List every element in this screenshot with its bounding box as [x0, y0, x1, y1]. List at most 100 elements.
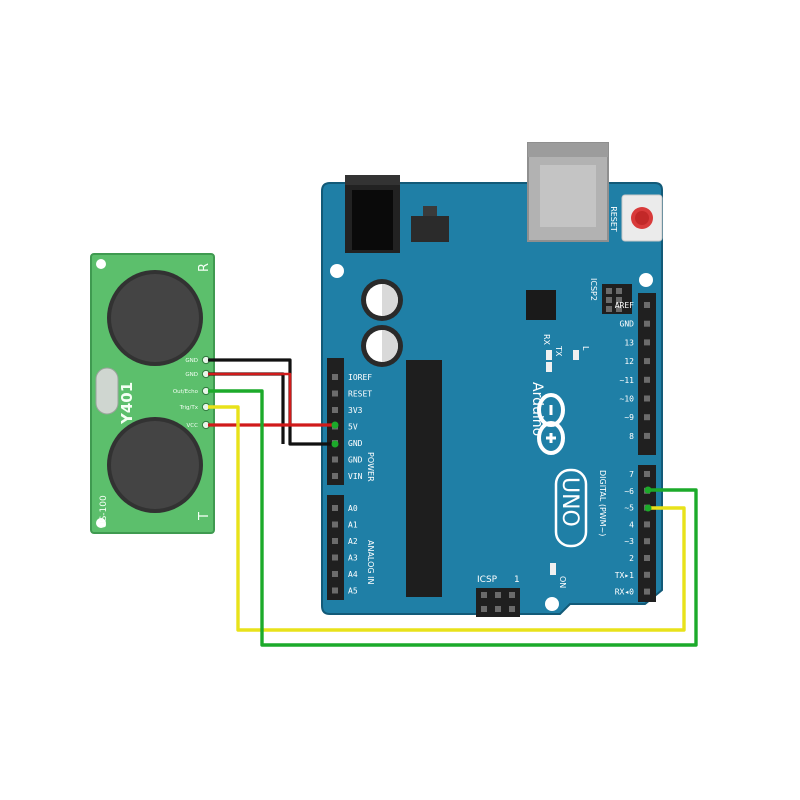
reset-button[interactable] — [621, 194, 663, 242]
capacitor — [361, 279, 403, 321]
header-pin-socket — [644, 471, 650, 477]
led-on — [550, 563, 556, 575]
sensor-pin-label: VCC — [187, 423, 199, 429]
icsp-header — [476, 588, 520, 617]
header-pin-socket — [644, 376, 650, 383]
pin-label: 4 — [629, 520, 634, 529]
header-pin-socket — [332, 374, 338, 380]
uno-label: UNO — [557, 477, 582, 527]
mounting-hole — [330, 264, 344, 278]
header-pin-socket — [332, 456, 338, 463]
arduino-board: RESET TX RX L ON — [321, 142, 663, 617]
mounting-hole — [96, 518, 106, 528]
wire-gnd-branch — [208, 372, 285, 444]
pin-label: GND — [348, 439, 363, 448]
header-pin-socket — [644, 432, 650, 439]
pin-label: GND — [620, 320, 635, 329]
power-header-label: POWER — [366, 452, 375, 482]
analog-header — [327, 495, 344, 600]
header-pin-socket — [332, 473, 338, 479]
usb-interface-chip — [526, 290, 556, 320]
wire-echo — [208, 389, 698, 647]
pin-label: ~5 — [624, 504, 634, 513]
pin-label: ~11 — [620, 376, 635, 385]
header-pin-socket — [644, 521, 650, 528]
header-pin-socket — [332, 521, 338, 528]
digital-header-bottom — [638, 465, 656, 602]
receiver-transducer — [107, 270, 203, 366]
reset-label: RESET — [609, 206, 618, 232]
pin-label: AREF — [615, 301, 634, 310]
arduino-brand: Arduino — [529, 382, 545, 436]
pin-label: 3V3 — [348, 406, 363, 415]
pin-label: A3 — [348, 554, 358, 563]
header-pin-socket — [644, 588, 650, 595]
power-header — [327, 358, 344, 485]
pin-label: 8 — [629, 432, 634, 441]
led-on-label: ON — [558, 576, 567, 588]
transmitter-mark: T — [197, 512, 212, 521]
power-pin-list: IOREF RESET 3V3 5V GND GND VIN — [332, 373, 372, 481]
wires — [208, 358, 698, 647]
sensor-series-label: US-100 — [99, 495, 109, 528]
sensor-pin-label: Out/Echo — [173, 389, 199, 395]
header-pin-socket — [644, 302, 650, 308]
pin-label: A0 — [348, 504, 358, 513]
pin-label: A2 — [348, 537, 358, 546]
pin-contact — [644, 504, 652, 512]
pin-label: TX▸1 — [615, 571, 634, 580]
sensor-pin-label: GND — [185, 372, 198, 378]
header-pin-socket — [332, 538, 338, 544]
pin-contact — [331, 440, 339, 448]
uno-badge — [554, 468, 588, 548]
pin-contact — [331, 421, 339, 429]
header-pin-socket — [332, 505, 338, 511]
wire-trig — [208, 405, 686, 632]
header-pin-socket — [332, 571, 338, 577]
header-pin-socket — [332, 587, 338, 594]
usb-connector — [527, 142, 609, 242]
pin-label: 12 — [624, 357, 634, 366]
icsp2-header — [602, 284, 632, 314]
atmega-chip — [406, 360, 442, 597]
pin-label: A5 — [348, 587, 358, 596]
voltage-regulator — [411, 206, 449, 242]
header-pin-socket — [644, 555, 650, 561]
crystal-oscillator — [95, 367, 119, 415]
pin-label: VIN — [348, 472, 363, 481]
header-pin-socket — [644, 414, 650, 421]
led-l-label: L — [581, 346, 590, 351]
pin-label: 5V — [348, 423, 358, 432]
header-pin-socket — [644, 358, 650, 365]
sensor-pin-label: GND — [185, 358, 198, 364]
header-pin-socket — [644, 320, 650, 327]
pin-label: ~10 — [620, 395, 635, 404]
pin-label: 2 — [629, 554, 634, 563]
led-tx-label: TX — [554, 345, 563, 357]
pin-label: IOREF — [348, 373, 372, 382]
pin-label: 13 — [624, 338, 634, 347]
mounting-hole — [96, 259, 106, 269]
pin-label: A4 — [348, 570, 358, 579]
transmitter-transducer — [107, 417, 203, 513]
digital-header-label: DIGITAL (PWM~) — [598, 470, 607, 536]
header-pin-socket — [332, 554, 338, 561]
pin-contact — [644, 486, 652, 494]
icsp2-label: ICSP2 — [589, 278, 598, 301]
header-pin-socket — [332, 407, 338, 413]
header-pin-socket — [332, 390, 338, 397]
wire-vcc-branch — [208, 372, 292, 425]
infinity-logo-icon — [537, 393, 565, 455]
led-rx-label: RX — [542, 334, 551, 346]
icsp-label: ICSP — [477, 575, 498, 585]
mounting-hole — [639, 273, 653, 287]
header-pin-socket — [644, 538, 650, 545]
pin-label: GND — [348, 456, 363, 465]
pin-label: RESET — [348, 390, 372, 399]
pin-label: RX◂0 — [615, 588, 634, 597]
header-pin-socket — [644, 395, 650, 402]
led-tx — [546, 350, 552, 360]
